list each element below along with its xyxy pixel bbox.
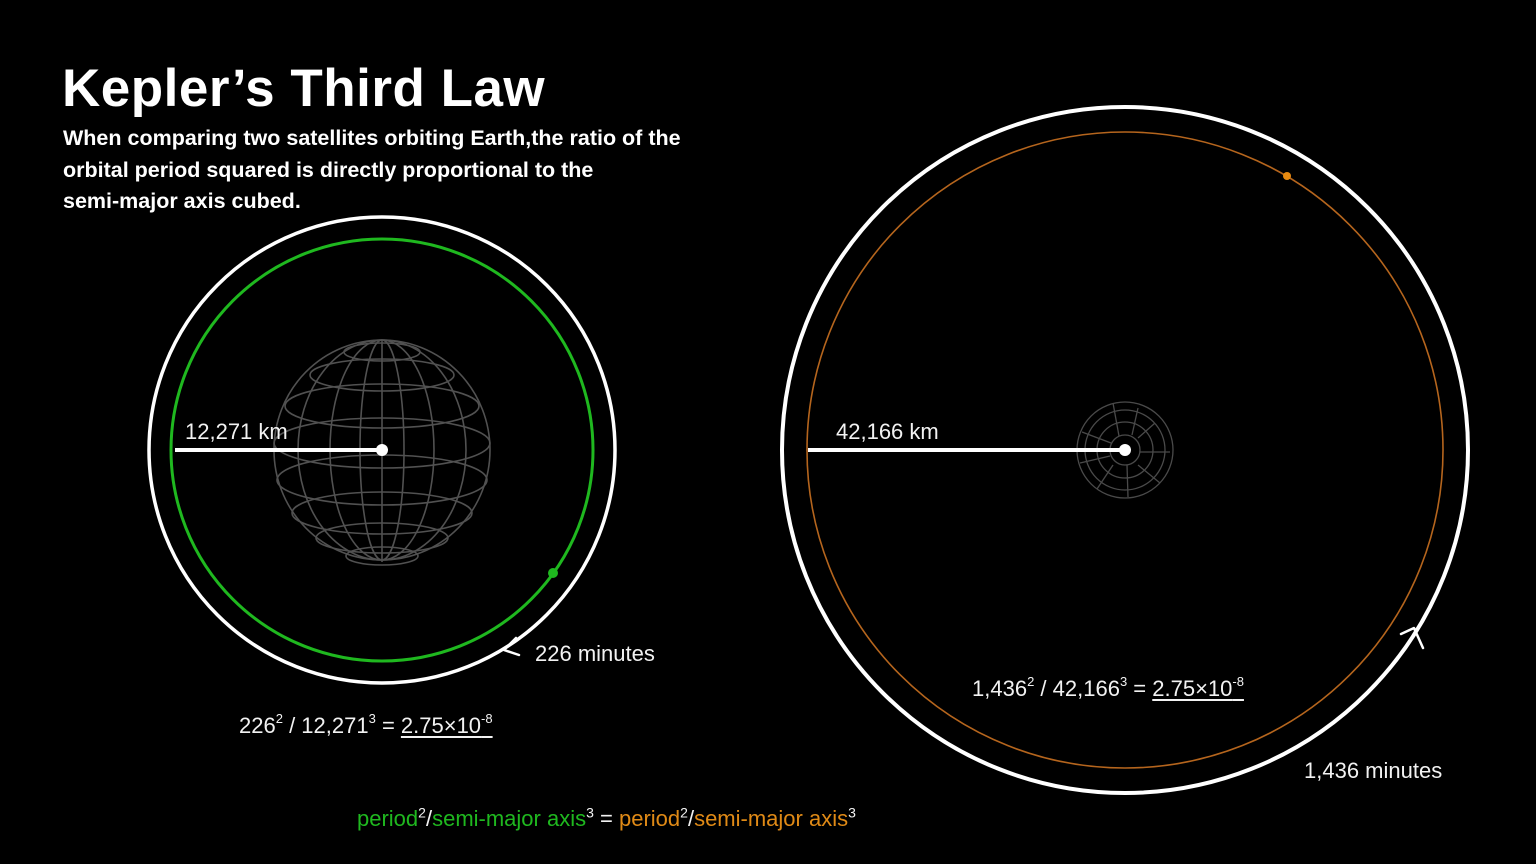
left-eq-separator: / bbox=[282, 713, 302, 738]
law-left-axis-exp: 3 bbox=[586, 804, 594, 821]
right-eq-separator: / bbox=[1034, 676, 1053, 701]
left-period-label: 226 minutes bbox=[535, 641, 655, 666]
left-eq-result-mantissa: 2.75×10 bbox=[400, 713, 482, 738]
left-satellite-icon bbox=[548, 568, 558, 578]
right-orbit-system bbox=[780, 105, 1470, 795]
right-direction-arrow-icon bbox=[1399, 626, 1425, 650]
right-eq-axis-exp: 3 bbox=[1119, 673, 1128, 689]
left-eq-period: 226 bbox=[239, 713, 276, 738]
left-eq-axis-exp: 3 bbox=[368, 710, 376, 726]
left-orbit-system bbox=[147, 215, 617, 685]
left-reference-ring bbox=[147, 215, 617, 685]
law-equals: = bbox=[593, 806, 619, 831]
right-eq-period: 1,436 bbox=[972, 676, 1028, 701]
left-satellite-orbit bbox=[169, 237, 595, 663]
left-direction-arrow-icon bbox=[502, 636, 521, 657]
subtitle: When comparing two satellites orbiting E… bbox=[63, 123, 863, 218]
law-right-axis: semi-major axis bbox=[694, 806, 849, 831]
subtitle-line: orbital period squared is directly propo… bbox=[63, 157, 594, 182]
right-equation: 1,4362 / 42,1663 = 2.75×10-8 bbox=[972, 673, 1244, 702]
subtitle-line: When comparing two satellites orbiting E… bbox=[63, 126, 681, 150]
right-eq-axis: 42,166 bbox=[1052, 676, 1120, 701]
subtitle-line: semi-major axis cubed. bbox=[63, 189, 301, 213]
right-eq-result-mantissa: 2.75×10 bbox=[1152, 676, 1233, 701]
left-equation: 2262 / 12,2713 = 2.75×10-8 bbox=[239, 710, 493, 739]
right-center-dot bbox=[1119, 444, 1131, 456]
law-right-axis-exp: 3 bbox=[848, 804, 856, 821]
left-eq-equals: = bbox=[375, 713, 401, 738]
law-left-period: period bbox=[357, 806, 419, 831]
right-radius-label: 42,166 km bbox=[836, 419, 939, 444]
right-reference-ring bbox=[780, 105, 1470, 795]
right-period-label: 1,436 minutes bbox=[1304, 758, 1443, 783]
law-equation: period2/semi-major axis3 = period2/semi-… bbox=[357, 806, 856, 832]
right-eq-period-exp: 2 bbox=[1027, 673, 1035, 689]
law-right-period-exp: 2 bbox=[680, 804, 688, 821]
law-right-slash: / bbox=[687, 806, 695, 831]
right-eq-result-exp: -8 bbox=[1232, 673, 1244, 689]
left-center-dot bbox=[376, 444, 388, 456]
left-eq-axis: 12,271 bbox=[301, 713, 369, 738]
left-eq-period-exp: 2 bbox=[275, 710, 283, 726]
right-satellite-icon bbox=[1283, 172, 1291, 180]
law-left-period-exp: 2 bbox=[418, 804, 426, 821]
page-title: Kepler’s Third Law bbox=[62, 59, 546, 118]
right-eq-result: 2.75×10-8 bbox=[1152, 673, 1244, 701]
right-satellite-orbit bbox=[806, 131, 1444, 769]
law-right-period: period bbox=[618, 806, 681, 831]
left-radius-label: 12,271 km bbox=[185, 419, 288, 444]
law-left-axis: semi-major axis bbox=[432, 806, 587, 831]
left-eq-result-exp: -8 bbox=[481, 710, 493, 726]
law-left-slash: / bbox=[425, 806, 433, 831]
right-eq-equals: = bbox=[1127, 676, 1153, 701]
left-eq-result: 2.75×10-8 bbox=[400, 710, 493, 738]
